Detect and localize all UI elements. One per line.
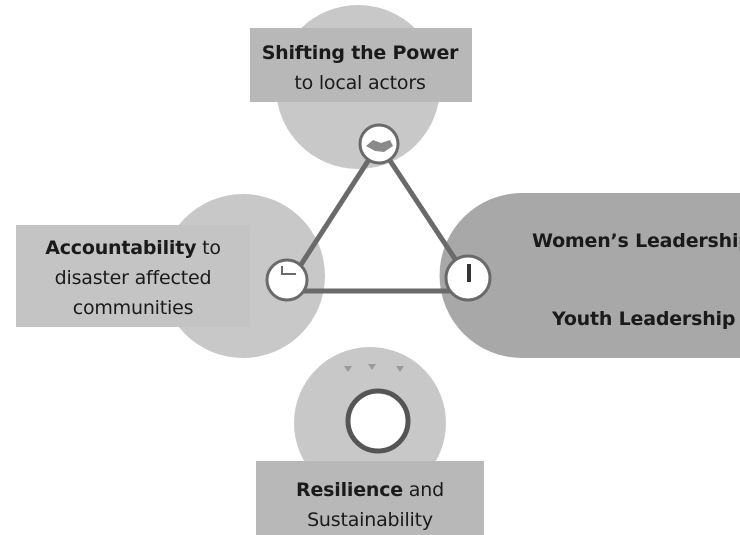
bottom-node-label: Resilience and Sustainability [296, 479, 444, 531]
top-node-box [250, 28, 472, 102]
youth-leadership-label: Youth Leadership [552, 308, 736, 330]
left-node-box [16, 225, 250, 327]
right-joint-mark [467, 264, 471, 282]
womens-leadership-label: Women’s Leadership [532, 230, 740, 252]
connector-triangle [290, 141, 470, 294]
bottom-joint-circle [345, 388, 411, 454]
handshake-icon [366, 140, 393, 152]
left-node-label: Accountability to disaster affected comm… [45, 237, 221, 319]
left-joint-circle [265, 258, 309, 302]
bottom-node-box [256, 461, 484, 535]
bottom-arrows [344, 364, 404, 372]
top-node-label: Shifting the Power to local actors [261, 42, 459, 94]
left-joint-mark [281, 266, 296, 275]
right-node-shape [439, 193, 740, 358]
